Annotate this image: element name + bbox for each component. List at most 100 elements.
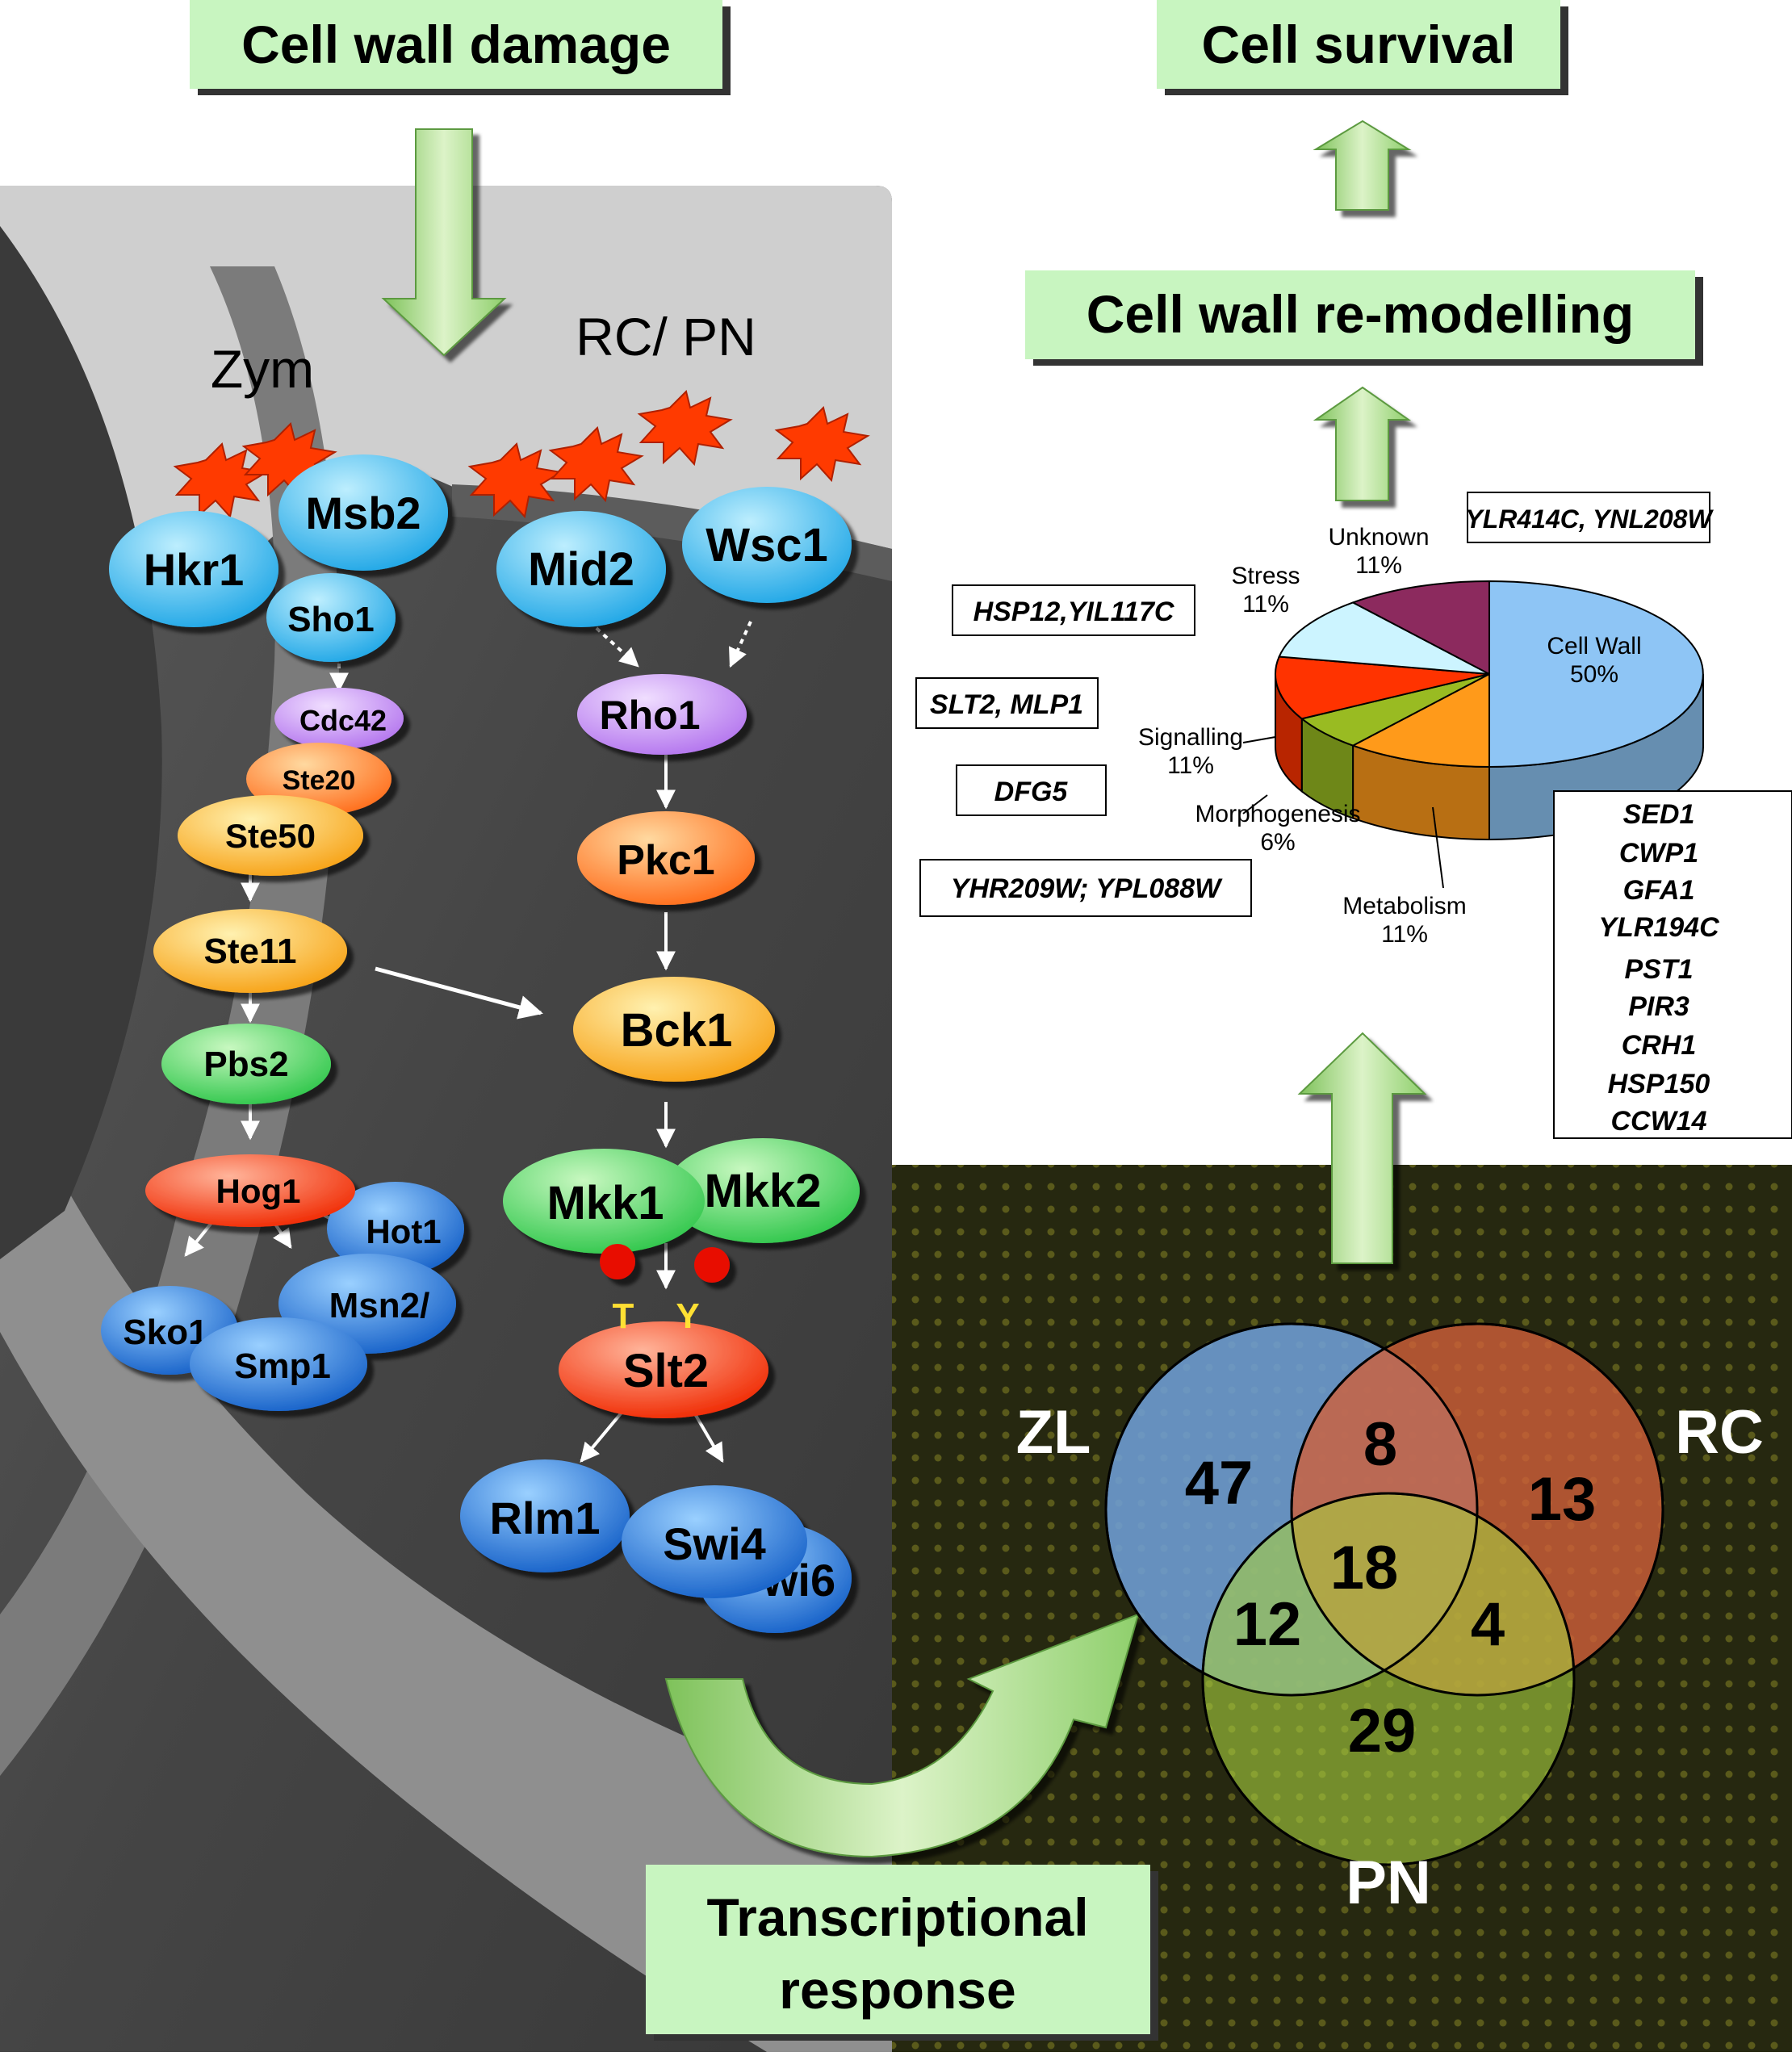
svg-text:PIR3: PIR3 [1628,991,1689,1022]
transcriptional-box: Transcriptional response [646,1865,1158,2041]
pie-top [1275,580,1704,768]
pie-leaders [1242,736,1444,889]
svg-text:CCW14: CCW14 [1610,1106,1706,1137]
svg-text:YHR209W; YPL088W: YHR209W; YPL088W [951,873,1223,904]
svg-text:Slt2: Slt2 [623,1345,709,1397]
pie-pct-metabolism: 11% [1381,921,1428,948]
venn-label-pn: PN [1346,1849,1431,1917]
pie-slice-unknown [1350,580,1490,676]
node-msb2 [278,454,448,571]
svg-text:SED1: SED1 [1623,799,1695,830]
phospho-dot-right [694,1247,730,1283]
svg-text:Swi4: Swi4 [663,1518,766,1569]
box-stress [952,584,1195,636]
pie-slice-cell-wall [1488,580,1704,768]
pie-pct-morphogenesis: 6% [1260,829,1295,856]
pie-label-stress: Stress [1231,563,1300,589]
pie-slice-metabolism [1350,672,1490,768]
svg-text:Hot1: Hot1 [366,1212,441,1250]
star-5 [637,390,733,467]
node-hog1 [145,1154,355,1227]
venn-count-rc: 13 [1528,1465,1597,1534]
venn-count-zl: 47 [1185,1449,1254,1518]
star-3 [467,442,563,519]
phospho-dot-left [600,1244,635,1279]
svg-text:Cdc42: Cdc42 [299,704,387,737]
svg-text:HSP12,YIL117C: HSP12,YIL117C [973,597,1174,627]
node-mkk2 [666,1138,860,1243]
svg-text:Rlm1: Rlm1 [490,1493,601,1543]
svg-text:CRH1: CRH1 [1622,1030,1697,1061]
box-unknown [1467,492,1710,543]
venn-count-all: 18 [1330,1534,1399,1602]
survival-arrow [1313,119,1412,211]
svg-text:Sko1: Sko1 [123,1313,207,1352]
pie-label-signalling: Signalling [1138,724,1243,751]
pie-slice-stress [1278,601,1490,675]
svg-text:Msb2: Msb2 [305,488,421,538]
venn-count-pn: 29 [1348,1697,1417,1765]
micrograph-panel [0,186,892,2052]
svg-text:Mkk1: Mkk1 [546,1177,664,1229]
node-swi4 [622,1485,807,1598]
rc-pn-label: RC/ PN [576,307,756,366]
phospho-y: Y [676,1296,699,1336]
svg-text:Wsc1: Wsc1 [705,519,828,572]
survival-title: Cell survival [1202,15,1516,74]
cwi-pathway: Mid2 Wsc1 Rho1 Pkc1 Bck1 Mkk2 Mkk1 Slt2 … [460,487,860,1633]
svg-text:Ste20: Ste20 [283,765,356,796]
svg-text:Pbs2: Pbs2 [203,1045,288,1084]
node-wsc1 [682,487,852,603]
pie-label-morphogenesis: Morphogenesis [1195,801,1360,827]
svg-text:PST1: PST1 [1624,954,1693,985]
node-rlm1 [460,1459,630,1572]
pie-pct-unknown: 11% [1355,552,1402,579]
pie-labels: Cell Wall50%Metabolism11%Morphogenesis6%… [1138,524,1642,948]
svg-text:YLR414C, YNL208W: YLR414C, YNL208W [1465,505,1714,534]
box-cellwall [1553,790,1792,1139]
pie-label-cell-wall: Cell Wall [1547,633,1641,660]
pie-label-metabolism: Metabolism [1342,893,1466,919]
svg-text:Msn2/: Msn2/ [329,1286,430,1325]
svg-text:Ste50: Ste50 [225,817,316,855]
phospho-t: T [613,1296,634,1336]
svg-text:Ste11: Ste11 [204,932,297,971]
damage-arrow [381,128,507,357]
svg-text:GFA1: GFA1 [1623,875,1695,906]
svg-text:HSP150: HSP150 [1608,1069,1710,1099]
svg-text:Hkr1: Hkr1 [144,544,245,595]
svg-text:Rho1: Rho1 [600,693,701,738]
svg-text:CWP1: CWP1 [1619,838,1698,869]
pie-pct-signalling: 11% [1167,752,1214,779]
box-morphogenesis [956,764,1107,816]
node-smp1 [190,1317,367,1411]
response-arrow [1297,1032,1427,1264]
node-sho1 [266,573,396,662]
curved-arrow [664,1613,1140,1858]
star-6 [774,406,870,483]
gene-boxes [915,492,1792,1139]
node-pbs2 [161,1024,331,1104]
damage-title: Cell wall damage [241,15,671,74]
node-rho1 [577,674,747,755]
svg-text:Bck1: Bck1 [621,1004,733,1057]
venn-label-rc: RC [1675,1398,1764,1467]
node-pkc1 [577,811,755,905]
node-bck1 [573,977,775,1082]
damage-stars [173,390,870,519]
svg-text:Mid2: Mid2 [528,543,634,596]
venn-label-zl: ZL [1016,1398,1091,1467]
node-slt2 [559,1321,768,1418]
svg-text:Sho1: Sho1 [287,600,375,639]
node-cdc42 [274,688,404,749]
pie-pct-cell-wall: 50% [1570,661,1618,688]
venn-count-zl-pn: 12 [1233,1590,1302,1659]
transcriptional-line1: Transcriptional [706,1887,1088,1947]
remodelling-box: Cell wall re-modelling [1025,270,1703,366]
svg-text:Pkc1: Pkc1 [617,837,714,884]
survival-box: Cell survival [1157,0,1568,95]
node-hkr1 [109,511,278,627]
node-hot1 [327,1182,464,1275]
venn-diagram: ZL RC PN 47 8 13 18 12 4 29 [1016,1322,1764,1917]
